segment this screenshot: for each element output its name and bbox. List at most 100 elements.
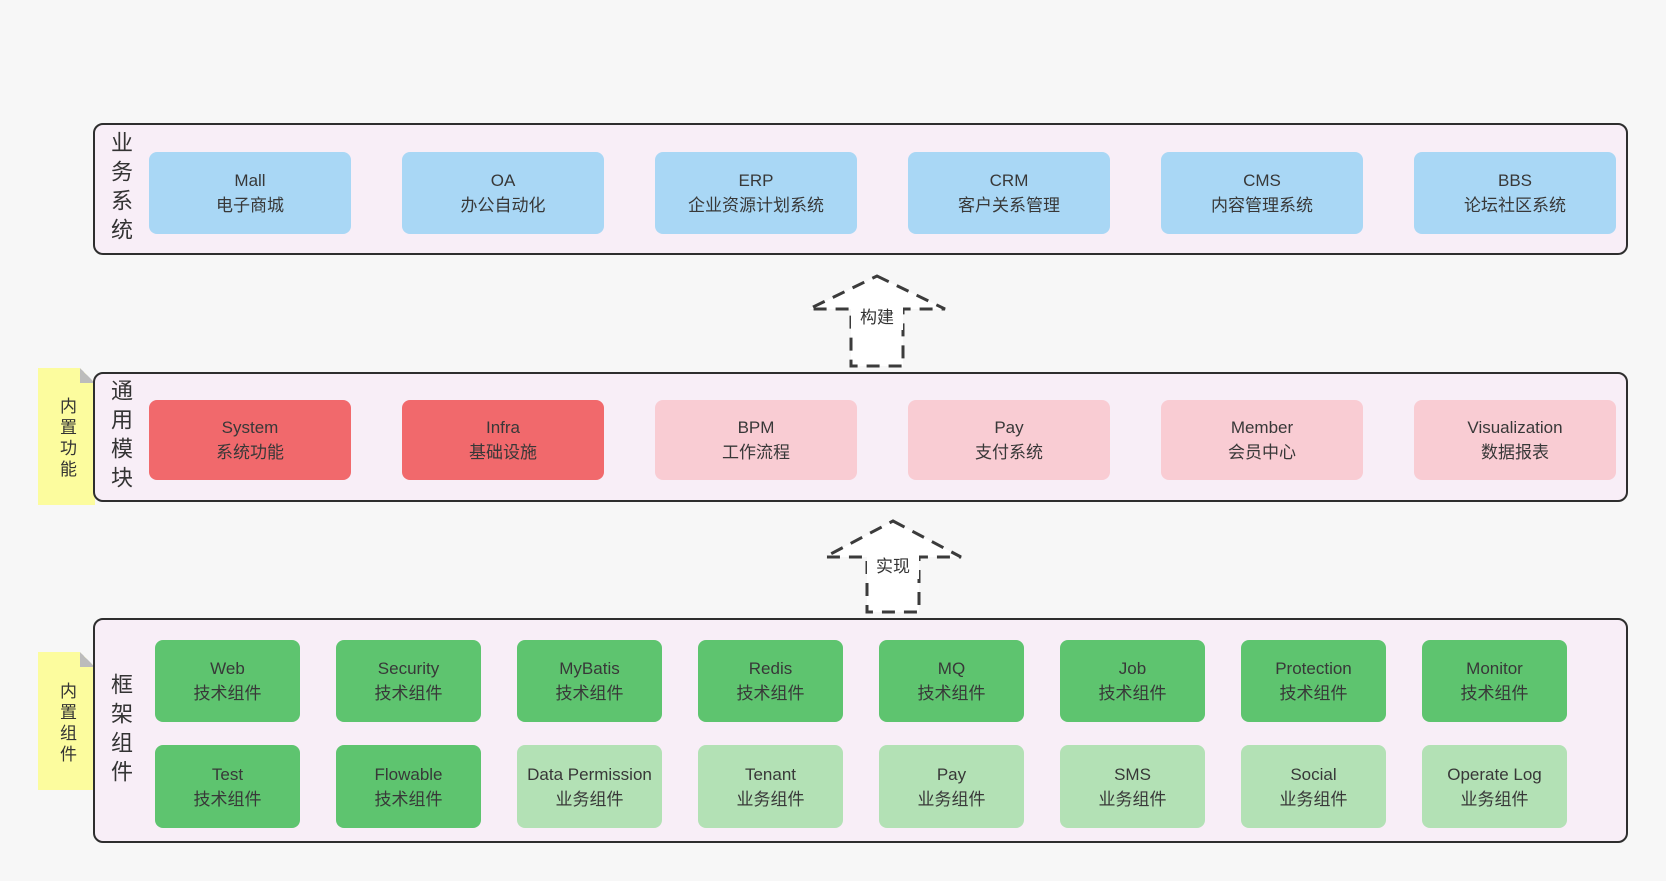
box-title: Job — [1118, 659, 1147, 678]
box-title: Visualization — [1467, 418, 1563, 437]
box-title: BBS — [1497, 171, 1533, 190]
box-title: MyBatis — [559, 659, 620, 678]
arrow-label: 实现 — [876, 557, 910, 576]
box-subtitle: 企业资源计划系统 — [688, 196, 824, 215]
box-subtitle: 工作流程 — [722, 443, 790, 462]
box-title: Protection — [1275, 659, 1352, 678]
box-subtitle: 业务组件 — [1460, 789, 1529, 809]
box-title: Pay — [994, 418, 1024, 437]
box-web: Web 技术组件 — [155, 640, 300, 722]
layer-common-modules: 通用模块 System 系统功能 Infra 基础设施 BPM 工作流程 Pay… — [93, 372, 1628, 502]
box-title: Mall — [234, 171, 266, 190]
box-subtitle: 技术组件 — [736, 684, 805, 703]
box-subtitle: 技术组件 — [555, 684, 624, 703]
box-mq: MQ 技术组件 — [879, 640, 1024, 722]
box-crm: CRM 客户关系管理 — [908, 152, 1110, 234]
box-job: Job 技术组件 — [1060, 640, 1205, 722]
box-monitor: Monitor 技术组件 — [1422, 640, 1567, 722]
box-subtitle: 电子商城 — [216, 196, 284, 215]
box-title: System — [221, 418, 279, 437]
box-title: Pay — [936, 764, 967, 784]
box-member: Member 会员中心 — [1161, 400, 1363, 480]
box-flowable: Flowable 技术组件 — [336, 745, 481, 828]
box-subtitle: 业务组件 — [555, 789, 624, 809]
note-label: 内置功能 — [57, 397, 76, 482]
layer-title-vertical: 通用模块 — [108, 379, 133, 495]
box-title: OA — [490, 171, 516, 190]
box-subtitle: 业务组件 — [1098, 789, 1167, 809]
box-infra: Infra 基础设施 — [402, 400, 604, 480]
box-test: Test 技术组件 — [155, 745, 300, 828]
box-bpm: BPM 工作流程 — [655, 400, 857, 480]
box-subtitle: 系统功能 — [216, 443, 284, 462]
box-title: BPM — [737, 418, 775, 437]
box-visualization: Visualization 数据报表 — [1414, 400, 1616, 480]
arrow-label-background — [867, 553, 919, 579]
box-subtitle: 技术组件 — [374, 684, 443, 703]
box-subtitle: 客户关系管理 — [958, 196, 1060, 215]
sticky-note-built-in-features: 内置功能 — [38, 368, 95, 505]
box-title: Test — [211, 764, 244, 784]
box-subtitle: 办公自动化 — [460, 196, 546, 215]
box-subtitle: 业务组件 — [736, 789, 805, 809]
box-cms: CMS 内容管理系统 — [1161, 152, 1363, 234]
layer-framework-components: 框架组件 Web 技术组件 Security 技术组件 MyBatis 技术组件… — [93, 618, 1628, 843]
box-title: Social — [1290, 764, 1337, 784]
arrow-label: 构建 — [860, 308, 894, 327]
box-title: CRM — [989, 171, 1029, 190]
box-title: Monitor — [1466, 659, 1523, 678]
box-system: System 系统功能 — [149, 400, 351, 480]
box-oa: OA 办公自动化 — [402, 152, 604, 234]
layer-title-vertical: 框架组件 — [108, 672, 133, 789]
box-title: Redis — [748, 659, 793, 678]
box-mall: Mall 电子商城 — [149, 152, 351, 234]
sticky-note-built-in-components: 内置组件 — [38, 652, 95, 790]
arrow-label-background — [851, 304, 903, 330]
build-arrow-up: 构建 — [808, 274, 946, 368]
box-title: Web — [210, 659, 245, 678]
box-subtitle: 技术组件 — [193, 684, 262, 703]
box-subtitle: 技术组件 — [374, 789, 443, 809]
box-subtitle: 支付系统 — [975, 443, 1043, 462]
box-subtitle: 技术组件 — [917, 684, 986, 703]
box-pay-module: Pay 支付系统 — [908, 400, 1110, 480]
box-social: Social 业务组件 — [1241, 745, 1386, 828]
box-title: Tenant — [744, 764, 797, 784]
box-protection: Protection 技术组件 — [1241, 640, 1386, 722]
box-bbs: BBS 论坛社区系统 — [1414, 152, 1616, 234]
box-title: Security — [377, 659, 440, 678]
box-title: Data Permission — [527, 764, 652, 784]
box-operate-log: Operate Log 业务组件 — [1422, 745, 1567, 828]
box-redis: Redis 技术组件 — [698, 640, 843, 722]
box-subtitle: 技术组件 — [1460, 684, 1529, 703]
box-data-permission: Data Permission 业务组件 — [517, 745, 662, 828]
box-subtitle: 业务组件 — [1279, 789, 1348, 809]
box-subtitle: 会员中心 — [1228, 443, 1296, 462]
box-tenant: Tenant 业务组件 — [698, 745, 843, 828]
implement-arrow-up: 实现 — [824, 519, 962, 614]
box-title: Flowable — [374, 764, 443, 784]
layer-title-vertical: 业务系统 — [108, 131, 133, 247]
box-title: Member — [1230, 418, 1294, 437]
box-title: SMS — [1114, 764, 1151, 784]
box-subtitle: 基础设施 — [469, 443, 537, 462]
box-erp: ERP 企业资源计划系统 — [655, 152, 857, 234]
box-subtitle: 内容管理系统 — [1211, 196, 1313, 215]
box-subtitle: 业务组件 — [917, 789, 986, 809]
box-security: Security 技术组件 — [336, 640, 481, 722]
box-title: ERP — [738, 171, 774, 190]
note-label: 内置组件 — [57, 681, 76, 766]
box-title: CMS — [1243, 171, 1281, 190]
box-subtitle: 技术组件 — [1098, 684, 1167, 703]
box-title: Operate Log — [1447, 764, 1542, 784]
box-sms: SMS 业务组件 — [1060, 745, 1205, 828]
box-subtitle: 技术组件 — [193, 789, 262, 809]
box-subtitle: 数据报表 — [1481, 443, 1549, 462]
box-mybatis: MyBatis 技术组件 — [517, 640, 662, 722]
box-title: MQ — [937, 659, 966, 678]
box-subtitle: 论坛社区系统 — [1464, 196, 1566, 215]
layer-business-systems: 业务系统 Mall 电子商城 OA 办公自动化 ERP 企业资源计划系统 CRM… — [93, 123, 1628, 255]
box-subtitle: 技术组件 — [1279, 684, 1348, 703]
box-pay-component: Pay 业务组件 — [879, 745, 1024, 828]
